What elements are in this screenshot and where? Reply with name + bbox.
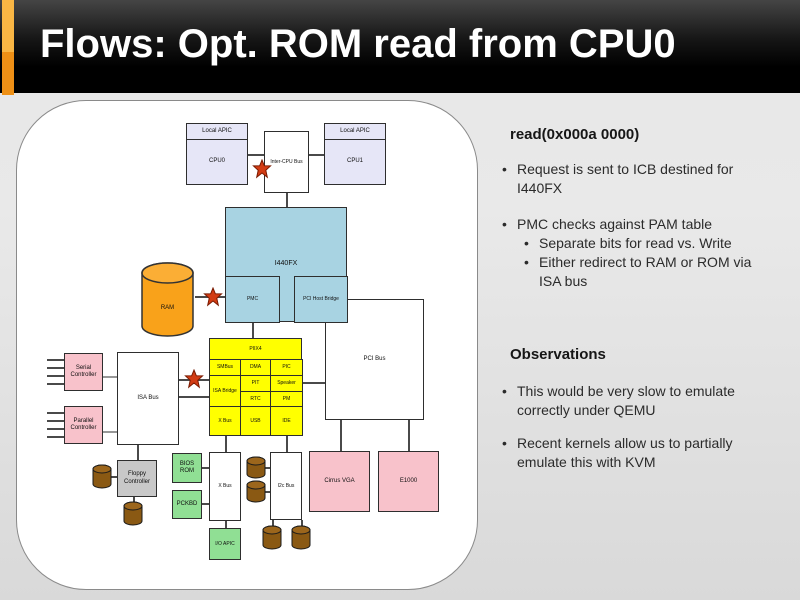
connector: [286, 436, 288, 452]
inter-cpu-bus-box: Inter-CPU Bus: [264, 131, 309, 193]
parallel-controller-box: Parallel Controller: [64, 406, 103, 444]
connector: [103, 431, 117, 433]
connector: [248, 154, 264, 156]
connector: [225, 436, 227, 452]
bullet-dot: •: [502, 383, 507, 399]
piix4-isa-bridge: ISA Bridge: [209, 375, 241, 407]
cpu1-box: Local APIC CPU1: [324, 123, 386, 185]
bullet-pmc: • PMC checks against PAM table • Separat…: [502, 215, 770, 291]
pmc-box: PMC: [225, 276, 280, 323]
bullet-kvm: • Recent kernels allow us to partially e…: [502, 434, 770, 472]
pci-host-bridge-box: PCI Host Bridge: [294, 276, 348, 323]
bullet-dot: •: [524, 254, 529, 270]
cpu0-box: Local APIC CPU0: [186, 123, 248, 185]
x-bus-box: X Bus: [209, 452, 241, 521]
disk-cylinder: [246, 456, 266, 479]
notes-heading-observations: Observations: [510, 346, 606, 363]
parallel-pin: [47, 436, 64, 438]
piix4-x-bus: X Bus: [209, 406, 241, 436]
bullet-text: This would be very slow to emulate corre…: [517, 383, 735, 418]
inter-cpu-bus-label: Inter-CPU Bus: [270, 158, 303, 165]
pci-bus-box: PCI Bus: [325, 299, 424, 420]
serial-controller-box: Serial Controller: [64, 353, 103, 391]
connector: [133, 497, 135, 504]
cpu0-label: CPU0: [208, 158, 225, 165]
connector: [252, 322, 254, 338]
disk-cylinder: [291, 525, 311, 550]
serial-pin: [47, 367, 64, 369]
floppy-controller-box: Floppy Controller: [117, 460, 157, 497]
bullet-text: PMC checks against PAM table: [517, 216, 713, 232]
piix4-pit: PIT: [240, 375, 271, 392]
piix4-speaker: Speaker: [270, 375, 303, 392]
ram-cylinder: RAM: [141, 262, 194, 337]
piix4-pm: PM: [270, 391, 303, 407]
accent-stripe: [2, 0, 14, 95]
io-apic-box: I/O APIC: [209, 528, 241, 560]
disk-cylinder: [92, 464, 112, 489]
e1000-box: E1000: [378, 451, 439, 512]
notes-heading-read: read(0x000a 0000): [510, 126, 640, 143]
bullet-request: • Request is sent to ICB destined for I4…: [502, 160, 770, 198]
star-icon: [252, 159, 272, 179]
pci-bus-label: PCI Bus: [363, 355, 386, 362]
bios-rom-box: BIOS ROM: [172, 453, 202, 483]
cpu1-label: CPU1: [346, 158, 363, 165]
connector: [272, 520, 274, 528]
bullet-text: Request is sent to ICB destined for I440…: [517, 161, 734, 196]
bullet-dot: •: [502, 161, 507, 177]
bullet-dot: •: [524, 235, 529, 251]
bullet-dot: •: [502, 216, 507, 232]
connector: [179, 396, 209, 398]
connector: [103, 376, 117, 378]
connector: [309, 154, 324, 156]
connector: [301, 520, 303, 528]
bullet-text: Recent kernels allow us to partially emu…: [517, 435, 733, 470]
cpu0-apic-header: Local APIC: [187, 124, 247, 140]
star-icon: [203, 287, 223, 307]
pckbd-box: PCKBD: [172, 490, 202, 519]
cpu1-apic-header: Local APIC: [325, 124, 385, 140]
piix4-usb: USB: [240, 406, 271, 436]
i440fx-box: I440FX PMC PCI Host Bridge: [225, 207, 348, 323]
title-bar: Flows: Opt. ROM read from CPU0: [0, 0, 800, 93]
bullet-qemu: • This would be very slow to emulate cor…: [502, 382, 770, 420]
bullet-dot: •: [502, 435, 507, 451]
disk-cylinder: [262, 525, 282, 550]
star-icon: [184, 369, 204, 389]
connector: [302, 382, 325, 384]
piix4-smbus: SMBus: [209, 359, 241, 376]
sub-bullet-text: Separate bits for read vs. Write: [539, 235, 732, 251]
connector: [286, 193, 288, 207]
connector: [340, 420, 342, 451]
parallel-pin: [47, 428, 64, 430]
i440fx-label: I440FX: [274, 260, 298, 268]
i2c-bus-box: I2c Bus: [270, 452, 302, 520]
disk-cylinder: [246, 480, 266, 503]
connector: [202, 467, 209, 469]
serial-pin: [47, 383, 64, 385]
disk-cylinder: [123, 501, 143, 526]
parallel-pin: [47, 420, 64, 422]
isa-bus-label: ISA Bus: [137, 394, 159, 401]
connector: [225, 521, 227, 528]
connector: [202, 503, 209, 505]
piix4-rtc: RTC: [240, 391, 271, 407]
piix4-pic: PIC: [270, 359, 303, 376]
serial-pin: [47, 375, 64, 377]
slide-title: Flows: Opt. ROM read from CPU0: [40, 22, 676, 66]
ram-label: RAM: [161, 305, 174, 311]
connector: [137, 445, 139, 460]
cirrus-vga-box: Cirrus VGA: [309, 451, 370, 512]
isa-bus-box: ISA Bus: [117, 352, 179, 445]
serial-pin: [47, 359, 64, 361]
connector: [408, 420, 410, 451]
piix4-ide: IDE: [270, 406, 303, 436]
sub-bullet-text: Either redirect to RAM or ROM via ISA bu…: [539, 254, 752, 289]
piix4-box: PIIX4 SMBus DMA PIC ISA Bridge PIT Speak…: [209, 338, 303, 436]
piix4-title: PIIX4: [209, 338, 302, 360]
piix4-dma: DMA: [240, 359, 271, 376]
parallel-pin: [47, 412, 64, 414]
